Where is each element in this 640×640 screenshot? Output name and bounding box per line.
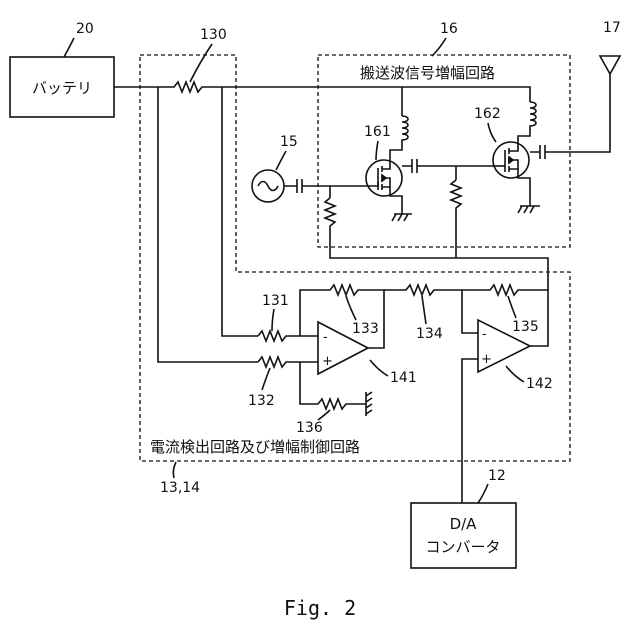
r131-ref: 131 [262, 293, 289, 309]
battery-block: バッテリ [10, 57, 114, 117]
r131-leader [272, 309, 274, 331]
dac-block: D/A コンバータ [411, 503, 516, 568]
r136-ref: 136 [296, 420, 323, 436]
dac-label-line2: コンバータ [425, 538, 500, 556]
amp-circuit-enclosure [318, 55, 570, 247]
battery-leader [64, 38, 74, 57]
amp-circuit-ref: 16 [440, 21, 458, 37]
opamp-141-minus: - [323, 330, 328, 345]
r135-ref: 135 [512, 319, 539, 335]
r133-leader [346, 296, 356, 320]
r133-ref: 133 [352, 321, 379, 337]
figure-caption: Fig. 2 [284, 596, 356, 620]
detect-circuit-title: 電流検出回路及び増幅制御回路 [150, 438, 360, 456]
resistor-136 [300, 362, 366, 409]
battery-label: バッテリ [32, 79, 92, 97]
r134-leader [422, 296, 426, 324]
sense-line-low [158, 87, 258, 362]
bias-resistor-162 [451, 180, 461, 258]
shunt-leader [190, 44, 212, 82]
r132-leader [262, 368, 270, 390]
detect-circuit-leader [173, 462, 176, 478]
fet-161 [366, 160, 402, 214]
opamp-142-ref: 142 [526, 376, 553, 392]
opamp-142-plus: + [481, 352, 492, 367]
opamp-141-ref: 141 [390, 370, 417, 386]
dac-output-line [462, 359, 478, 503]
resistor-132 [258, 357, 318, 367]
dac-ref: 12 [488, 468, 506, 484]
amp-circuit-leader [432, 38, 446, 56]
resistor-135-feedback [462, 285, 548, 346]
fet-162 [492, 142, 530, 206]
source-leader [276, 151, 286, 170]
ground-136 [366, 392, 372, 416]
ground-162 [518, 206, 540, 213]
inductor-162 [518, 102, 536, 146]
antenna-ref: 17 [603, 20, 621, 36]
antenna-17 [600, 56, 620, 74]
fet-161-ref: 161 [364, 124, 391, 140]
interstage-cap [402, 159, 492, 173]
dac-leader [478, 484, 488, 503]
opamp-142-leader [506, 366, 524, 382]
resistor-131 [258, 331, 318, 341]
r132-ref: 132 [248, 393, 275, 409]
r135-leader [508, 296, 516, 318]
opamp-141-plus: + [322, 354, 333, 369]
opamp-142-inv-input [462, 290, 478, 333]
sense-line-high [222, 87, 258, 336]
battery-ref: 20 [76, 21, 94, 37]
fet-162-ref: 162 [474, 106, 501, 122]
resistor-134 [384, 285, 462, 295]
bias-resistor-161 [325, 198, 456, 258]
r136-leader [318, 410, 330, 420]
fet-162-leader [488, 123, 496, 142]
fet-161-leader [376, 141, 378, 160]
dac-label-line1: D/A [450, 515, 478, 533]
source-ref: 15 [280, 134, 298, 150]
shunt-resistor-130 [114, 82, 530, 102]
inductor-161 [390, 116, 408, 162]
resistor-133-feedback [300, 285, 384, 348]
input-cap-161 [284, 179, 378, 193]
amp-circuit-title: 搬送波信号増幅回路 [360, 64, 495, 82]
opamp-141-leader [370, 360, 388, 376]
signal-source-15 [252, 170, 284, 202]
ground-161 [392, 214, 412, 221]
shunt-ref: 130 [200, 27, 227, 43]
detect-circuit-ref: 13,14 [160, 480, 200, 496]
opamp-142-minus: - [482, 327, 487, 342]
r134-ref: 134 [416, 326, 443, 342]
